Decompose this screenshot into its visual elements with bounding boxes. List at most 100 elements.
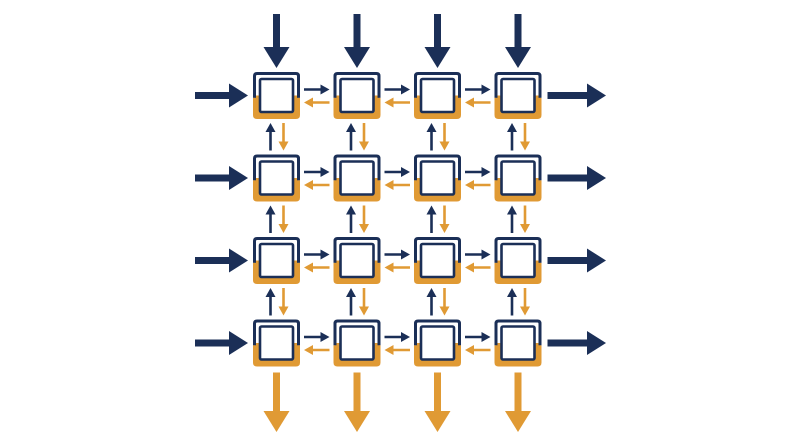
horizontal-arrow-left-r4-c1-head xyxy=(304,345,313,355)
processing-element-r1-c4 xyxy=(494,72,542,119)
horizontal-arrow-right-r4-c2-head xyxy=(401,332,410,342)
horizontal-arrow-left-r4-c3-head xyxy=(465,345,474,355)
top-input-arrow-c3-head xyxy=(424,47,451,68)
cell-outer-border-bottom xyxy=(253,262,300,284)
processing-element-r3-c3 xyxy=(414,237,461,284)
processing-element-r2-c4 xyxy=(494,154,542,202)
bottom-output-arrow-c3-head xyxy=(424,411,451,432)
cell-inner-square xyxy=(258,325,295,361)
vertical-arrow-down-r2-c3 xyxy=(439,205,450,233)
cell-inner-square xyxy=(419,325,456,361)
horizontal-arrow-left-r2-c1 xyxy=(304,180,330,190)
horizontal-arrow-left-r1-c1 xyxy=(304,97,330,108)
vertical-arrow-down-r2-c4 xyxy=(520,205,530,233)
cell-outer-border-top xyxy=(414,319,461,346)
right-output-arrow-r2-head xyxy=(587,166,606,190)
cell-outer-border-bottom xyxy=(414,97,461,119)
cell-inner-square xyxy=(258,77,295,114)
horizontal-arrow-right-r4-c3-head xyxy=(481,332,491,342)
horizontal-arrow-right-r2-c1-head xyxy=(320,167,330,177)
dataflow-arrows xyxy=(195,14,606,432)
vertical-arrow-down-r2-c2-head xyxy=(359,224,369,233)
cell-inner-square xyxy=(339,325,375,361)
processing-elements xyxy=(253,72,542,367)
processing-element-r4-c3 xyxy=(414,319,461,367)
top-input-arrow-c2-head xyxy=(344,47,370,68)
vertical-arrow-down-r3-c2-head xyxy=(359,306,369,316)
vertical-arrow-down-r3-c1 xyxy=(278,288,289,316)
vertical-arrow-up-r3-c2-head xyxy=(346,288,356,297)
vertical-arrow-down-r2-c1-head xyxy=(278,224,289,233)
horizontal-arrow-left-r3-c1-head xyxy=(304,262,313,273)
top-input-arrow-c2 xyxy=(344,14,370,68)
bottom-output-arrow-c2-head xyxy=(344,411,370,432)
vertical-arrow-down-r3-c3 xyxy=(439,288,450,316)
vertical-arrow-up-r1-c1-head xyxy=(265,123,276,132)
processing-element-r2-c1 xyxy=(253,154,300,202)
cell-inner-square xyxy=(500,242,536,279)
vertical-arrow-down-r1-c4-head xyxy=(520,141,530,151)
bottom-output-arrow-c4-head xyxy=(505,411,531,432)
processing-element-r1-c3 xyxy=(414,72,461,119)
bottom-output-arrow-c2 xyxy=(344,372,370,432)
horizontal-arrow-left-r4-c1 xyxy=(304,345,330,355)
processing-element-r1-c1 xyxy=(253,72,300,119)
vertical-arrow-down-r3-c4 xyxy=(520,288,530,316)
vertical-arrow-up-r2-c1 xyxy=(265,205,276,233)
right-output-arrow-r3 xyxy=(547,248,606,273)
bottom-output-arrow-c1-head xyxy=(263,411,290,432)
horizontal-arrow-left-r1-c1-head xyxy=(304,97,313,108)
left-input-arrow-r2 xyxy=(195,166,248,190)
horizontal-arrow-left-r3-c3-head xyxy=(465,262,474,273)
cell-inner-square xyxy=(339,242,375,279)
vertical-arrow-down-r1-c1-head xyxy=(278,141,289,151)
cell-outer-border-bottom xyxy=(494,262,542,284)
vertical-arrow-down-r3-c2 xyxy=(359,288,369,316)
cell-outer-border-bottom xyxy=(333,262,381,284)
horizontal-arrow-right-r2-c2 xyxy=(384,167,410,177)
vertical-arrow-up-r3-c4 xyxy=(507,288,517,316)
vertical-arrow-down-r1-c1 xyxy=(278,123,289,151)
horizontal-arrow-right-r1-c1-head xyxy=(320,84,330,95)
cell-outer-border-top xyxy=(494,154,542,181)
cell-inner-square xyxy=(419,77,456,114)
horizontal-arrow-right-r2-c2-head xyxy=(401,167,410,177)
left-input-arrow-r2-head xyxy=(229,166,248,190)
horizontal-arrow-right-r3-c2 xyxy=(384,249,410,260)
cell-inner-square xyxy=(500,77,536,114)
right-output-arrow-r1-head xyxy=(587,83,606,108)
cell-inner-square xyxy=(419,160,456,196)
cell-outer-border-top xyxy=(494,237,542,263)
cell-outer-border-bottom xyxy=(333,97,381,119)
processing-element-r3-c1 xyxy=(253,237,300,284)
horizontal-arrow-left-r2-c3-head xyxy=(465,180,474,190)
cell-outer-border-bottom xyxy=(414,345,461,367)
vertical-arrow-down-r3-c3-head xyxy=(439,306,450,316)
vertical-arrow-up-r2-c3-head xyxy=(426,205,437,215)
horizontal-arrow-right-r1-c3 xyxy=(465,84,491,95)
cell-outer-border-top xyxy=(333,319,381,346)
top-input-arrow-c4 xyxy=(505,14,531,68)
vertical-arrow-up-r2-c4-head xyxy=(507,205,517,215)
vertical-arrow-down-r2-c2 xyxy=(359,205,369,233)
processing-element-r4-c1 xyxy=(253,319,300,367)
horizontal-arrow-right-r2-c3 xyxy=(465,167,491,177)
cell-inner-square xyxy=(500,325,536,361)
top-input-arrow-c1-head xyxy=(263,47,290,68)
vertical-arrow-up-r1-c4-head xyxy=(507,123,517,132)
vertical-arrow-up-r2-c2 xyxy=(346,205,356,233)
horizontal-arrow-right-r1-c1 xyxy=(304,84,330,95)
vertical-arrow-up-r3-c3-head xyxy=(426,288,437,297)
vertical-arrow-up-r2-c2-head xyxy=(346,205,356,215)
horizontal-arrow-right-r4-c2 xyxy=(384,332,410,342)
top-input-arrow-c4-head xyxy=(505,47,531,68)
horizontal-arrow-left-r4-c3 xyxy=(465,345,491,355)
vertical-arrow-up-r1-c3-head xyxy=(426,123,437,132)
horizontal-arrow-right-r2-c3-head xyxy=(481,167,491,177)
right-output-arrow-r4 xyxy=(547,331,606,355)
horizontal-arrow-right-r1-c2-head xyxy=(401,84,410,95)
vertical-arrow-up-r2-c1-head xyxy=(265,205,276,215)
horizontal-arrow-right-r3-c1 xyxy=(304,249,330,260)
horizontal-arrow-left-r4-c2 xyxy=(384,345,410,355)
